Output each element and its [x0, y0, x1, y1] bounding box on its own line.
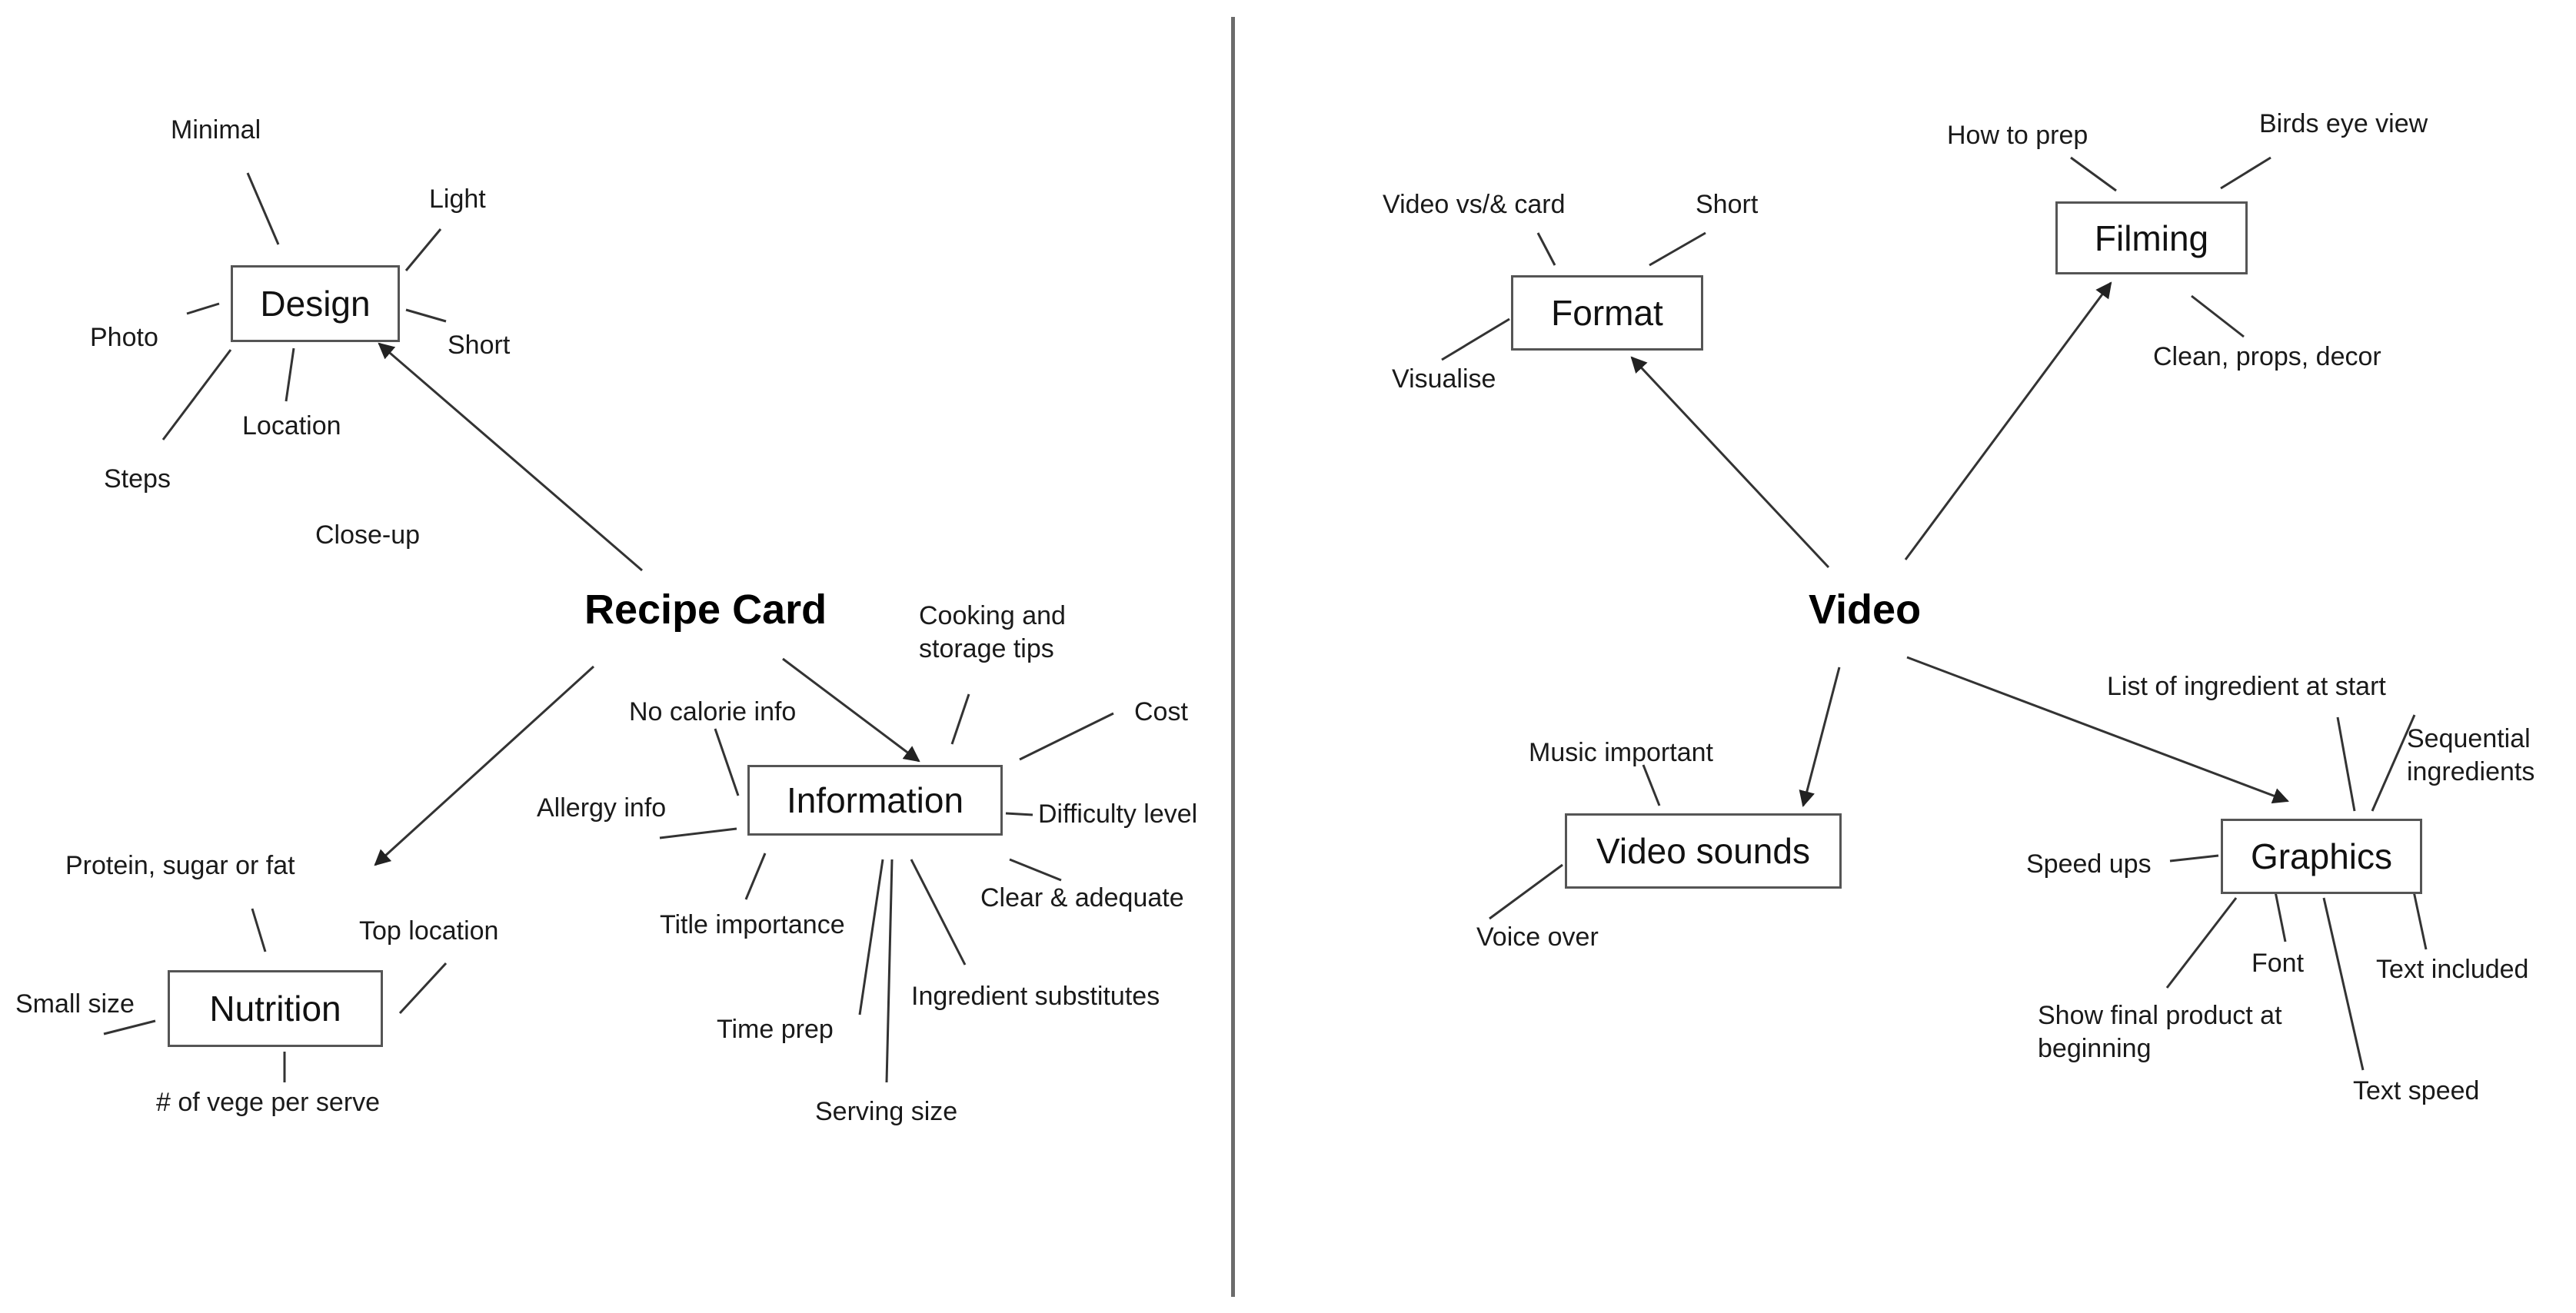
information-item-substitutes: Ingredient substitutes: [911, 982, 1160, 1011]
spoke-small-size: [103, 1019, 156, 1035]
spoke-short: [405, 308, 447, 323]
spoke-text-included: [2411, 887, 2428, 950]
spoke-birds-eye: [2220, 156, 2271, 190]
arrow-video-to-format: [1630, 356, 1830, 569]
arrow-video-to-graphics: [1906, 656, 2289, 804]
nutrition-item-vege: # of vege per serve: [156, 1088, 381, 1117]
filming-item-clean-props: Clean, props, decor: [2153, 342, 2381, 371]
spoke-clear: [1009, 858, 1062, 882]
spoke-sequential: [2371, 714, 2416, 812]
spoke-steps: [161, 349, 232, 440]
spoke-video-vs-card: [1536, 232, 1556, 266]
format-item-short: Short: [1696, 190, 1759, 219]
spoke-time-prep: [858, 859, 884, 1015]
video-sounds-item-music: Music important: [1529, 738, 1713, 767]
nutrition-item-protein: Protein, sugar or fat: [65, 851, 295, 880]
spoke-visualise: [1441, 317, 1510, 361]
spoke-list-ingredient: [2336, 716, 2356, 812]
spoke-title: [744, 853, 767, 900]
filming-item-birds-eye: Birds eye view: [2259, 109, 2428, 138]
spoke-top-location: [398, 962, 448, 1015]
arrow-video-to-video-sounds: [1799, 666, 1841, 808]
design-item-steps: Steps: [104, 464, 171, 494]
arrow-recipe-to-design: [378, 342, 643, 572]
information-item-time-prep: Time prep: [717, 1015, 834, 1044]
spoke-how-to-prep: [2070, 156, 2117, 192]
spoke-light: [404, 228, 442, 271]
nutrition-item-small-size: Small size: [15, 989, 135, 1019]
center-node-recipe-card: Recipe Card: [584, 587, 827, 633]
arrow-video-to-filming: [1904, 281, 2112, 560]
design-item-short: Short: [448, 331, 511, 360]
spoke-speed-ups: [2169, 854, 2219, 863]
graphics-item-sequential: Sequential ingredients: [2407, 724, 2535, 786]
design-item-photo: Photo: [90, 323, 158, 352]
information-item-cooking-storage: Cooking and storage tips: [919, 601, 1066, 663]
video-sounds-item-voice-over: Voice over: [1476, 922, 1599, 952]
node-graphics: Graphics: [2221, 819, 2422, 894]
spoke-font: [2273, 887, 2287, 942]
node-nutrition: Nutrition: [168, 970, 383, 1047]
node-video-sounds: Video sounds: [1565, 813, 1842, 889]
information-item-title-importance: Title importance: [660, 910, 845, 939]
node-filming: Filming: [2055, 201, 2248, 274]
information-item-clear: Clear & adequate: [980, 883, 1184, 912]
nutrition-item-top-location: Top location: [359, 916, 499, 946]
spoke-serving: [885, 859, 894, 1083]
spoke-photo: [186, 302, 220, 315]
graphics-item-text-included: Text included: [2376, 955, 2529, 984]
graphics-item-text-speed: Text speed: [2353, 1076, 2480, 1105]
spoke-substitutes: [910, 859, 967, 966]
spoke-difficulty: [1005, 812, 1033, 816]
spoke-cost: [1019, 712, 1114, 761]
spoke-protein: [251, 908, 267, 952]
spoke-voice-over: [1489, 863, 1563, 920]
spoke-show-final: [2165, 897, 2238, 989]
spoke-format-short: [1649, 231, 1706, 267]
spoke-clean-props: [2191, 294, 2245, 338]
node-design: Design: [231, 265, 400, 342]
spoke-location: [285, 347, 295, 402]
filming-item-how-to-prep: How to prep: [1947, 121, 2088, 150]
spoke-cooking: [950, 693, 970, 745]
arrow-recipe-to-nutrition: [374, 665, 595, 866]
information-item-cost: Cost: [1134, 697, 1188, 726]
spoke-music: [1642, 764, 1661, 806]
information-item-serving: Serving size: [815, 1097, 958, 1126]
design-item-location: Location: [242, 411, 341, 440]
node-information: Information: [747, 765, 1003, 836]
spoke-minimal: [246, 172, 280, 245]
center-divider: [1231, 17, 1235, 1297]
graphics-item-show-final: Show final product at beginning: [2038, 1001, 2282, 1063]
information-item-allergy: Allergy info: [537, 793, 667, 823]
spoke-no-calorie: [714, 728, 740, 796]
format-item-video-vs-card: Video vs/& card: [1383, 190, 1566, 219]
arrow-recipe-to-information: [782, 657, 920, 763]
spoke-text-speed: [2322, 897, 2365, 1071]
design-item-light: Light: [429, 184, 486, 214]
node-format: Format: [1511, 275, 1703, 351]
graphics-item-speed-ups: Speed ups: [2026, 849, 2152, 879]
center-node-video: Video: [1809, 587, 1922, 633]
format-item-visualise: Visualise: [1392, 364, 1496, 394]
design-item-close-up: Close-up: [315, 520, 421, 550]
graphics-item-list-ingredient: List of ingredient at start: [2107, 672, 2386, 701]
design-item-minimal: Minimal: [171, 115, 261, 145]
information-item-no-calorie: No calorie info: [629, 697, 797, 726]
information-item-difficulty: Difficulty level: [1038, 799, 1198, 829]
spoke-allergy: [659, 827, 737, 839]
graphics-item-font: Font: [2252, 949, 2305, 978]
